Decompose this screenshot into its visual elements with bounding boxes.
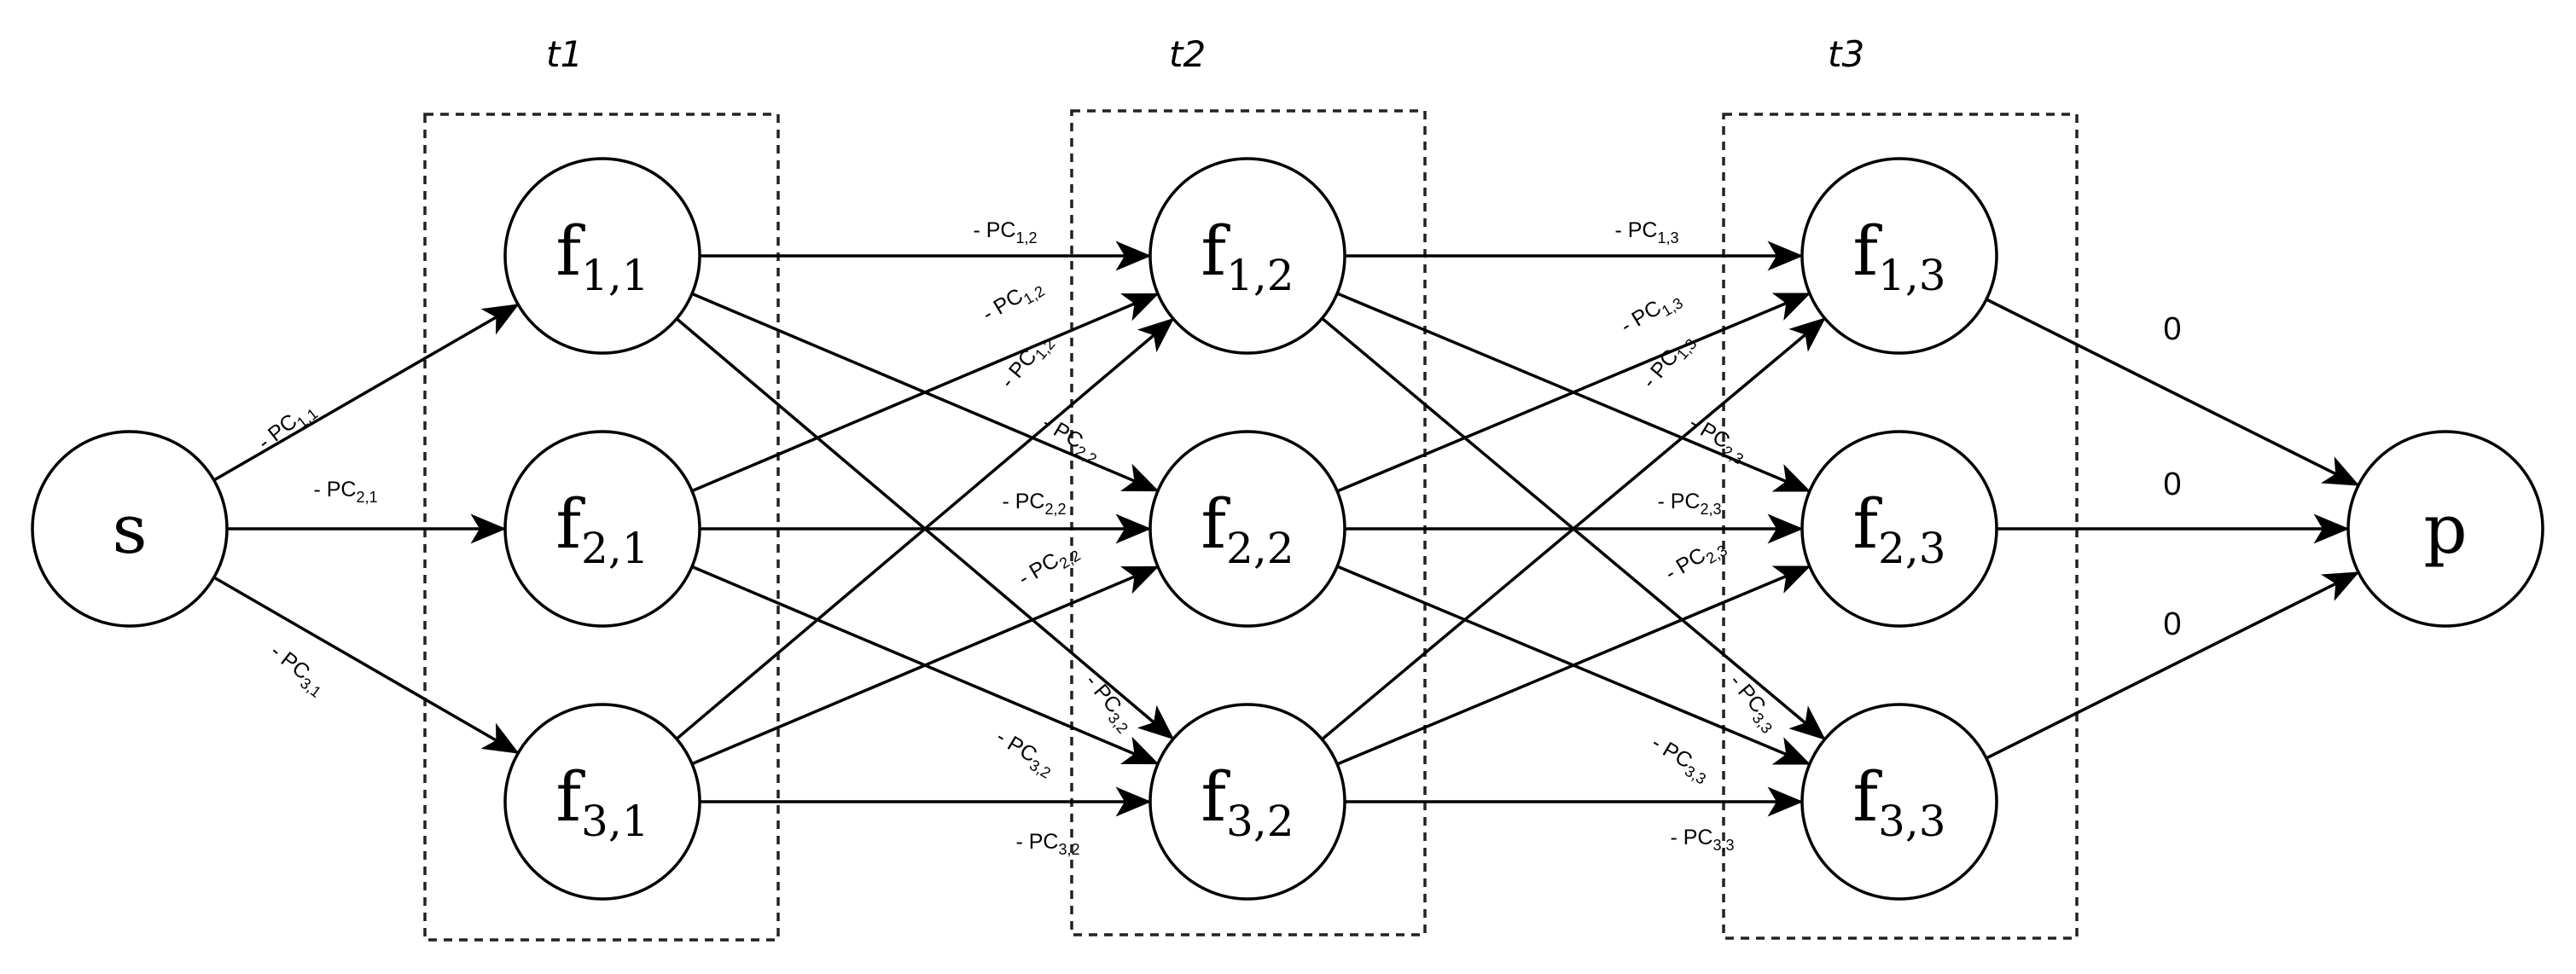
node-p-label: p bbox=[2423, 490, 2467, 569]
edge-label-f21-f22: - PC2,2 bbox=[1002, 490, 1066, 518]
edge-label-f13-p: 0 bbox=[2163, 311, 2181, 347]
edge-label-f22-f23: - PC2,3 bbox=[1657, 490, 1721, 518]
node-f13-sub: 1,3 bbox=[1878, 251, 1946, 300]
edge-f21-f12 bbox=[691, 293, 1160, 493]
svg-text:p: p bbox=[2423, 490, 2467, 569]
edge-s-f11 bbox=[212, 304, 520, 482]
svg-text:f3,3: f3,3 bbox=[1852, 757, 1945, 846]
node-p: p bbox=[2346, 430, 2544, 628]
node-f31: f3,1 bbox=[503, 703, 701, 901]
group-box-t2 bbox=[1070, 109, 1427, 936]
node-f22: f2,2 bbox=[1148, 430, 1346, 628]
edge-label-f31-f32: - PC3,2 bbox=[1015, 830, 1079, 858]
edge-label-f32-f33: - PC3,3 bbox=[1670, 826, 1734, 854]
edges-layer bbox=[212, 241, 2360, 817]
edge-label-s-f31: - PC3,1 bbox=[264, 640, 331, 701]
svg-text:f3,1: f3,1 bbox=[555, 757, 648, 846]
node-f32-sub: 3,2 bbox=[1226, 797, 1294, 846]
edge-label-f33-p: 0 bbox=[2163, 606, 2181, 642]
node-f33-sub: 3,3 bbox=[1878, 797, 1946, 846]
edge-f31-f12 bbox=[675, 317, 1175, 740]
node-f21-sub: 2,1 bbox=[581, 524, 649, 573]
node-f13: f1,3 bbox=[1800, 157, 1998, 355]
node-f32-label: f bbox=[1201, 757, 1230, 837]
node-f33: f3,3 bbox=[1800, 703, 1998, 901]
node-f11-label: f bbox=[555, 212, 585, 291]
node-f23-label: f bbox=[1852, 484, 1882, 564]
node-s: s bbox=[31, 430, 229, 628]
edge-f31-f22 bbox=[691, 565, 1160, 766]
edge-f33-p bbox=[1986, 571, 2360, 760]
node-f12: f1,2 bbox=[1148, 157, 1346, 355]
node-f11-sub: 1,1 bbox=[581, 251, 649, 300]
svg-text:f2,3: f2,3 bbox=[1852, 484, 1945, 573]
edge-label-f22-f33: - PC3,3 bbox=[1645, 731, 1714, 788]
edge-s-f31 bbox=[212, 576, 520, 754]
svg-text:f3,2: f3,2 bbox=[1201, 757, 1294, 846]
node-f31-sub: 3,1 bbox=[581, 797, 649, 846]
node-f22-sub: 2,2 bbox=[1226, 524, 1294, 573]
node-f12-sub: 1,2 bbox=[1226, 251, 1294, 300]
svg-text:f1,3: f1,3 bbox=[1852, 212, 1945, 300]
edge-f13-p bbox=[1986, 298, 2360, 486]
edge-label-f12-f23: - PC2,3 bbox=[1683, 411, 1752, 468]
node-f21: f2,1 bbox=[503, 430, 701, 628]
node-f22-label: f bbox=[1201, 484, 1230, 564]
svg-text:f1,1: f1,1 bbox=[555, 212, 648, 300]
edge-label-f12-f13: - PC1,3 bbox=[1614, 218, 1678, 246]
group-box-t1 bbox=[423, 113, 780, 942]
svg-text:f2,1: f2,1 bbox=[555, 484, 648, 573]
edge-label-f23-p: 0 bbox=[2163, 467, 2181, 502]
edge-label-s-f21: - PC2,1 bbox=[313, 478, 377, 506]
edge-f32-f23 bbox=[1336, 565, 1811, 766]
edge-label-f32-f23: - PC2,3 bbox=[1661, 532, 1730, 589]
svg-text:f1,2: f1,2 bbox=[1201, 212, 1294, 300]
node-f23-sub: 2,3 bbox=[1878, 524, 1946, 573]
node-f32: f3,2 bbox=[1148, 703, 1346, 901]
edge-label-f11-f12: - PC1,2 bbox=[973, 218, 1037, 246]
node-s-label: s bbox=[112, 490, 147, 569]
node-f23: f2,3 bbox=[1800, 430, 1998, 628]
group-box-t3 bbox=[1722, 113, 2079, 940]
node-f21-label: f bbox=[555, 484, 585, 564]
group-label-t3: t3 bbox=[1828, 33, 1864, 75]
svg-text:s: s bbox=[112, 490, 147, 569]
edge-label-f21-f32: - PC3,2 bbox=[990, 725, 1059, 782]
node-f12-label: f bbox=[1201, 212, 1230, 291]
node-f11: f1,1 bbox=[503, 157, 701, 355]
node-f33-label: f bbox=[1852, 757, 1882, 837]
node-f13-label: f bbox=[1852, 212, 1882, 291]
edge-label-f22-f13: - PC1,3 bbox=[1617, 285, 1686, 342]
edge-label-s-f11: - PC1,1 bbox=[253, 397, 321, 458]
group-label-t2: t2 bbox=[1169, 33, 1206, 75]
edge-f32-f13 bbox=[1321, 317, 1826, 741]
group-label-t1: t1 bbox=[546, 33, 583, 75]
edge-f22-f13 bbox=[1336, 293, 1811, 493]
svg-text:f2,2: f2,2 bbox=[1201, 484, 1294, 573]
node-f31-label: f bbox=[555, 757, 585, 837]
edge-label-f21-f12: - PC1,2 bbox=[979, 273, 1048, 330]
